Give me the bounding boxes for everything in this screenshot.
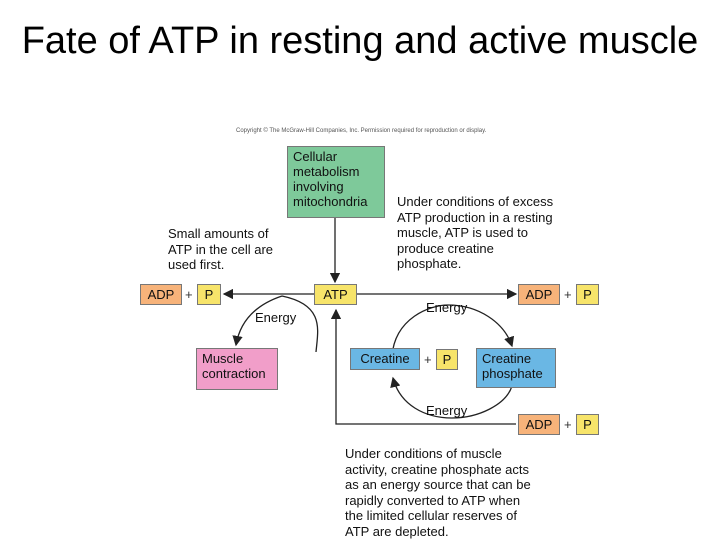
- p-box-left: P: [197, 284, 221, 305]
- adp-box-left: ADP: [140, 284, 182, 305]
- adp-label: ADP: [147, 287, 175, 302]
- p-box-bottom: P: [576, 414, 599, 435]
- p-label: P: [583, 287, 592, 302]
- cellular-metabolism-box: Cellular metabolism involving mitochondr…: [287, 146, 385, 218]
- plus-sign: +: [564, 417, 572, 432]
- adp-label: ADP: [525, 287, 553, 302]
- cycle-lower-arc: [390, 376, 513, 419]
- energy-label-lower: Energy: [426, 403, 468, 418]
- atp-label: ATP: [323, 287, 348, 302]
- cycle-upper-arc: [391, 304, 515, 357]
- note-small-amounts: Small amounts of ATP in the cell are use…: [168, 226, 274, 272]
- copyright-notice: Copyright © The McGraw-Hill Companies, I…: [236, 128, 487, 134]
- plus-sign: +: [185, 287, 193, 302]
- creatine-label: Creatine: [360, 351, 410, 366]
- adp-box-right: ADP: [518, 284, 560, 305]
- note-resting-muscle: Under conditions of excess ATP productio…: [397, 194, 554, 271]
- adp-box-bottom: ADP: [518, 414, 560, 435]
- slide-title: Fate of ATP in resting and active muscle: [21, 20, 699, 62]
- p-box-creatine: P: [436, 349, 458, 370]
- adp-label: ADP: [525, 417, 553, 432]
- energy-label-upper: Energy: [426, 300, 468, 315]
- cellular-metabolism-label: Cellular metabolism involving mitochondr…: [293, 149, 368, 209]
- muscle-contraction-label: Muscle contraction: [202, 351, 266, 381]
- energy-label-contraction: Energy: [255, 310, 297, 325]
- note-active-muscle: Under conditions of muscle activity, cre…: [345, 446, 531, 539]
- creatine-box: Creatine: [350, 348, 420, 370]
- arrow-energy-to-contraction: [281, 295, 319, 353]
- atp-box: ATP: [314, 284, 357, 305]
- arrow-adp-bottom-to-atp: [330, 308, 516, 425]
- p-label: P: [583, 417, 592, 432]
- creatine-phosphate-label: Creatine phosphate: [482, 351, 543, 381]
- plus-sign: +: [424, 352, 432, 367]
- p-label: P: [442, 352, 452, 367]
- p-label: P: [204, 287, 214, 302]
- muscle-contraction-box: Muscle contraction: [196, 348, 278, 390]
- p-box-right: P: [576, 284, 599, 305]
- creatine-phosphate-box: Creatine phosphate: [476, 348, 556, 388]
- plus-sign: +: [564, 287, 572, 302]
